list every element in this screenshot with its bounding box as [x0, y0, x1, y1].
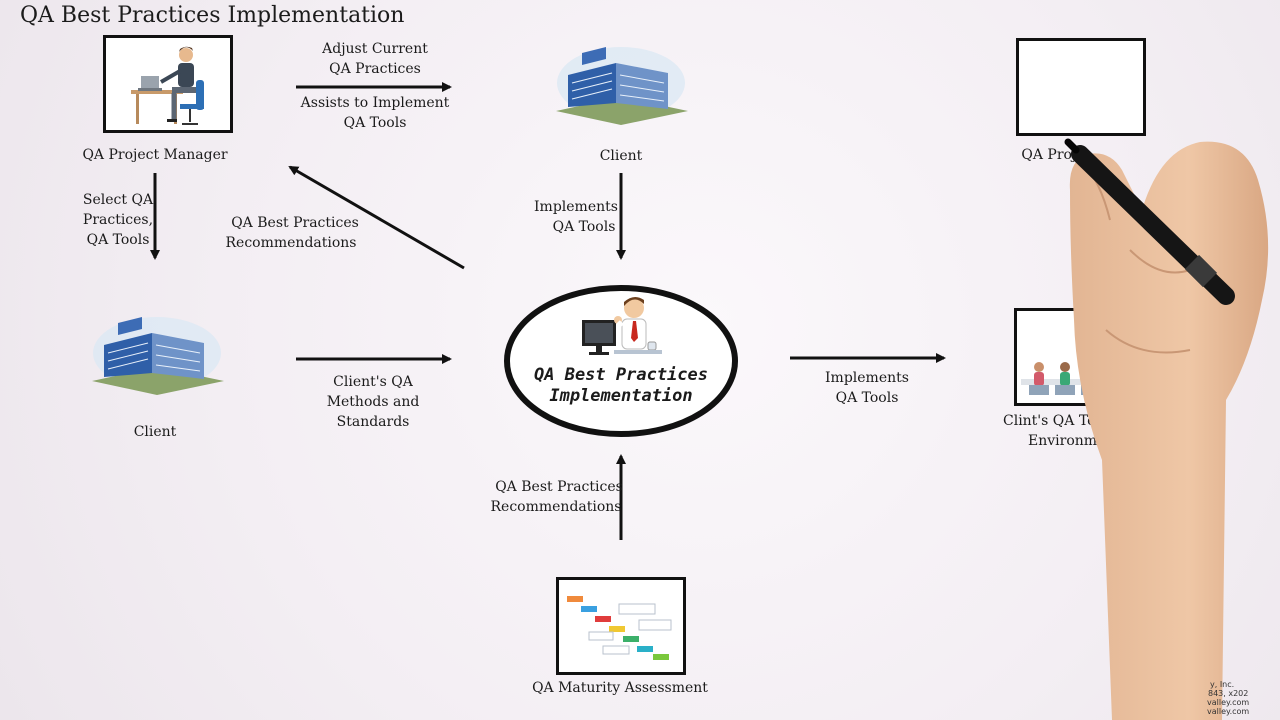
edge-label-client-qa-line1: Client's QA	[333, 374, 413, 390]
edge-label-client-qa-line2: Methods and	[326, 394, 420, 410]
hand-drawing-illustration	[1064, 138, 1269, 720]
edge-label-adjust-line2: QA Practices	[329, 61, 421, 77]
edge-label-select-line1: Select QA	[82, 192, 154, 208]
client-building-left	[92, 317, 224, 395]
edge-label-implements-top-line2: QA Tools	[552, 219, 616, 235]
footer-line1: y, Inc.	[1210, 680, 1235, 689]
center-oval	[504, 285, 738, 437]
edge-label-assists-line2: QA Tools	[343, 115, 407, 131]
maturity-frame	[556, 577, 686, 675]
edge-label-recommend-top-line1: QA Best Practices	[231, 215, 359, 231]
manager-desk-illustration	[131, 46, 204, 125]
edge-label-implements-right-line1: Implements	[825, 370, 909, 386]
edge-label-select-line2: Practices,	[82, 212, 154, 228]
footer-line3: valley.com	[1207, 698, 1250, 707]
edge-label-client-qa-line3: Standards	[336, 414, 410, 430]
edge-label-recommend-top-line2: Recommendations	[225, 235, 357, 251]
project-manager-frame	[103, 35, 233, 133]
client-left-label: Client	[133, 424, 177, 440]
edge-label-implements-top-line1: Implements	[534, 199, 618, 215]
edge-label-implements-right-line2: QA Tools	[835, 390, 899, 406]
center-title-line1: QA Best Practices	[534, 365, 708, 385]
edge-label-select-line3: QA Tools	[86, 232, 150, 248]
client-building-top	[556, 47, 688, 125]
edge-label-assists-line1: Assists to Implement	[300, 95, 450, 111]
page-title: QA Best Practices Implementation	[20, 3, 405, 28]
project-right-frame	[1016, 38, 1146, 136]
center-title-line2: Implementation	[549, 386, 693, 406]
edge-label-adjust-line1: Adjust Current	[322, 41, 428, 57]
center-person-illustration	[582, 296, 662, 355]
maturity-steps-illustration	[567, 596, 672, 660]
footer-line4: valley.com	[1207, 707, 1250, 716]
client-top-label: Client	[599, 148, 643, 164]
maturity-label: QA Maturity Assessment	[532, 680, 708, 696]
footer-line2: 843, x202	[1208, 689, 1249, 698]
edge-label-recommend-bottom-line1: QA Best Practices	[495, 479, 623, 495]
arrow-center-to-pm	[288, 165, 465, 270]
project-manager-label: QA Project Manager	[82, 147, 228, 163]
project-right-label: QA Proje	[1021, 147, 1085, 163]
edge-label-recommend-bottom-line2: Recommendations	[490, 499, 622, 515]
